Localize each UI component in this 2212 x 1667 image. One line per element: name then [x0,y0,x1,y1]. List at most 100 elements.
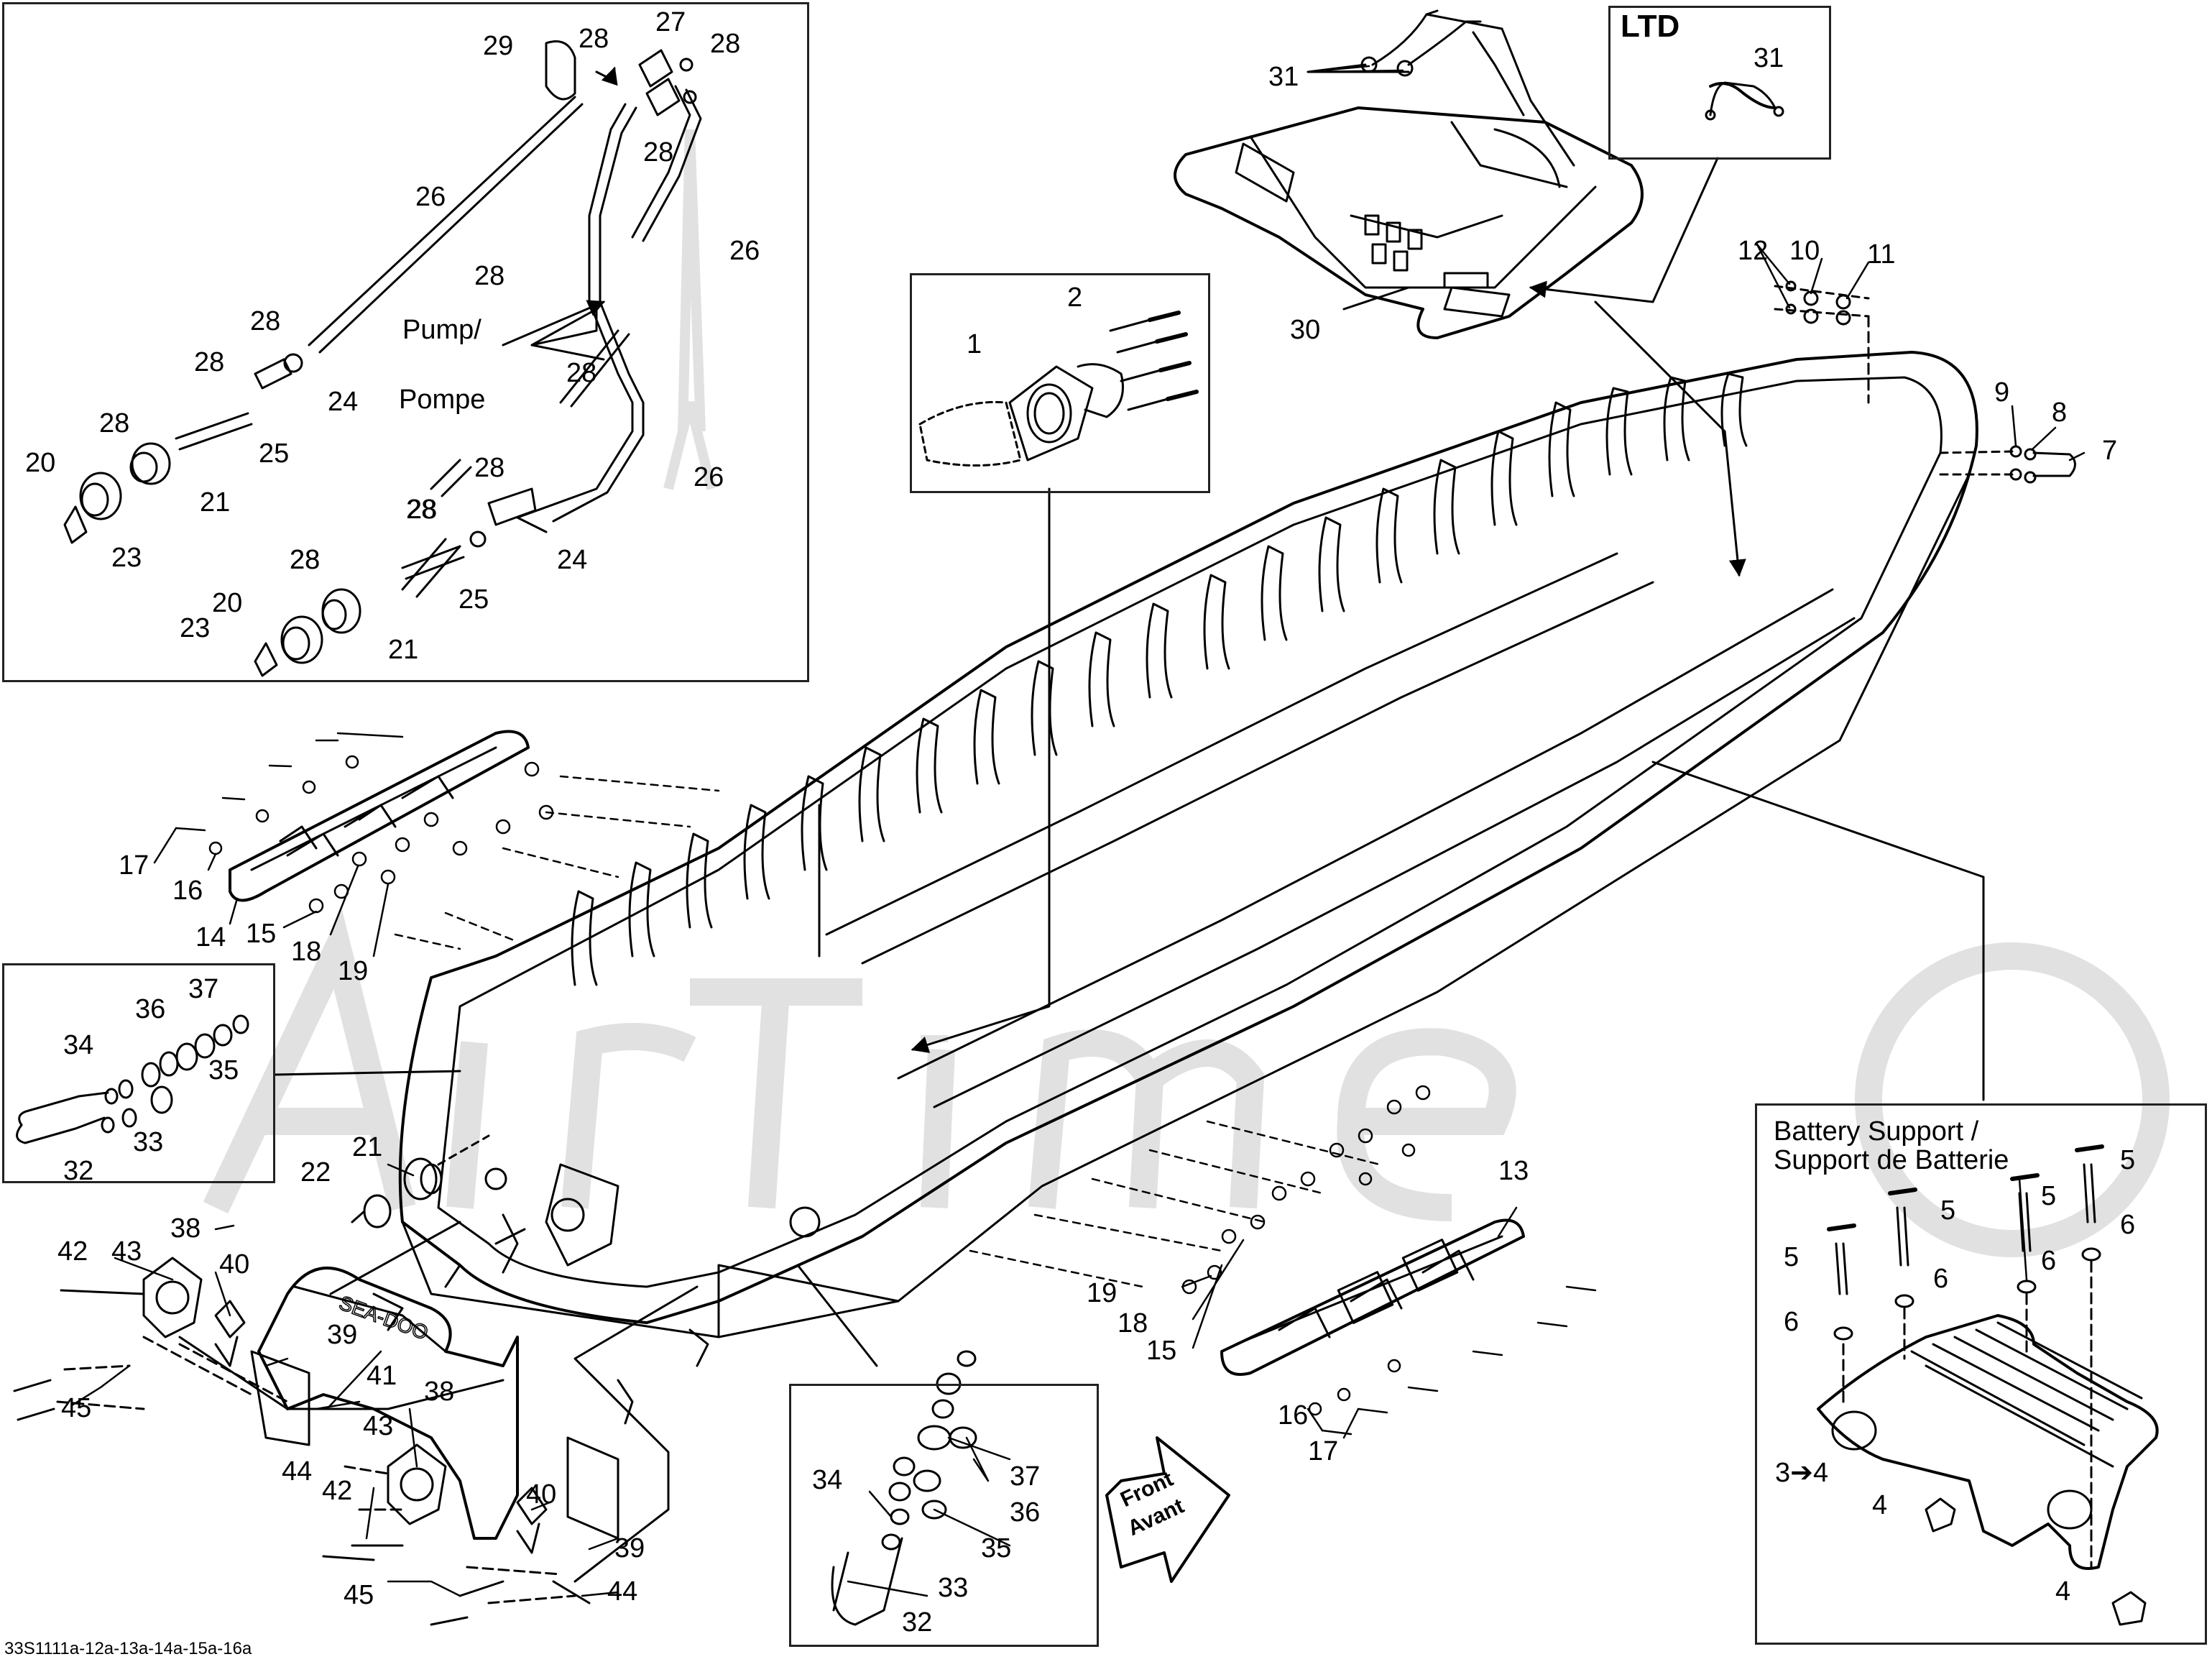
watermark-logo [203,129,2170,1257]
battery-title-line2: Support de Batterie [1774,1145,2009,1175]
callout-13: 13 [1498,1156,1529,1186]
drain-hose-assembly-icon [63,40,702,677]
callout-30: 30 [1290,315,1321,345]
pump-label-line2: Pompe [399,385,486,415]
callout-41: 41 [367,1361,397,1391]
callout-19: 19 [1087,1278,1117,1308]
callout-9: 9 [1994,377,2010,408]
callout-43: 43 [363,1411,394,1441]
callout-42: 42 [322,1476,353,1506]
callout-33-bottom: 33 [938,1573,969,1603]
callout-24: 24 [328,387,359,417]
callout-12: 12 [1738,236,1769,266]
callout-42: 42 [57,1236,88,1267]
callout-28: 28 [406,495,437,525]
flange-icon [918,311,1199,467]
callout-28: 28 [474,261,505,291]
callout-28: 28 [579,24,609,54]
callout-28: 28 [566,358,597,388]
callout-32-bottom: 32 [902,1607,933,1638]
callout-10: 10 [1789,236,1820,266]
inset-tie-down [2,963,275,1183]
callout-28: 28 [290,545,321,575]
bolts-right [969,1085,1597,1436]
callout-45: 45 [344,1580,374,1610]
callout-4: 4 [2055,1576,2071,1607]
callout-44: 44 [607,1576,638,1607]
callout-19: 19 [338,956,369,986]
callout-24: 24 [557,545,588,575]
callout-7: 7 [2102,436,2118,466]
callout-8: 8 [2052,398,2068,428]
callout-5: 5 [1784,1242,1799,1272]
callout-22: 22 [300,1157,331,1188]
cable-31-icon [1360,9,1575,167]
callout-38: 38 [170,1213,201,1244]
callout-28: 28 [710,29,741,59]
callout-16: 16 [172,876,203,906]
callout-37-bottom: 37 [1010,1461,1041,1492]
hardware-top-right [1774,280,2076,484]
callout-32: 32 [63,1156,94,1186]
callout-6: 6 [2120,1210,2136,1240]
callout-15: 15 [1146,1336,1177,1366]
callout-35: 35 [208,1055,239,1085]
ltd-title: LTD [1621,9,1680,44]
callout-2: 2 [1067,283,1083,313]
callout-21: 21 [388,635,419,665]
callout-36: 36 [135,994,166,1024]
callout-31: 31 [1268,62,1299,92]
leader-lines [70,65,2086,1597]
pump-label-line1: Pump/ [402,315,481,345]
bolts-left [175,732,720,950]
callout-23: 23 [111,543,142,573]
grab-handle-right-icon [1220,1218,1525,1376]
battery-support-icon [1817,1144,2159,1626]
callout-27: 27 [655,7,686,37]
callout-11: 11 [1867,239,1896,270]
callout-28: 28 [474,453,505,483]
callout-39: 39 [327,1320,358,1350]
callout-3-to-4: 3➔4 [1775,1458,1829,1488]
callout-25: 25 [458,584,489,615]
callout-5: 5 [2041,1181,2057,1211]
callout-6: 6 [2041,1246,2057,1276]
battery-title-line1: Battery Support / [1774,1116,1979,1147]
callout-33: 33 [133,1127,164,1157]
tie-down-eye-icon [16,1014,249,1144]
callout-18: 18 [291,937,322,967]
callout-28: 28 [407,495,438,525]
callout-28: 28 [290,545,321,575]
callout-20: 20 [212,588,243,618]
callout-28: 28 [99,408,130,438]
callout-26: 26 [693,462,724,492]
hull-icon [398,351,1978,1338]
callout-5: 5 [2120,1145,2136,1175]
callout-23: 23 [180,613,211,643]
callout-45: 45 [61,1393,92,1423]
callout-4: 4 [1872,1490,1888,1520]
callout-14: 14 [195,922,226,952]
callout-25: 25 [259,438,290,469]
seat-icon [1174,106,1644,339]
grab-handle-left-icon [229,730,530,902]
callout-20: 20 [25,448,56,478]
hull-ribs [571,372,1856,1108]
callout-40: 40 [219,1249,250,1280]
callout-26: 26 [415,182,446,212]
callout-38: 38 [424,1377,455,1407]
callout-28: 28 [250,306,281,336]
callout-16: 16 [1278,1400,1309,1431]
inset-ltd [1608,6,1831,160]
callout-34-bottom: 34 [812,1465,843,1495]
callout-34: 34 [63,1030,94,1060]
callout-5: 5 [1940,1195,1956,1226]
callout-44: 44 [282,1456,313,1487]
callout-37: 37 [188,974,219,1004]
callout-31-ltd: 31 [1754,43,1784,73]
callout-28: 28 [643,137,674,167]
callout-26: 26 [729,236,760,266]
front-direction-arrow-icon [1105,1436,1230,1583]
callout-39: 39 [614,1533,645,1563]
